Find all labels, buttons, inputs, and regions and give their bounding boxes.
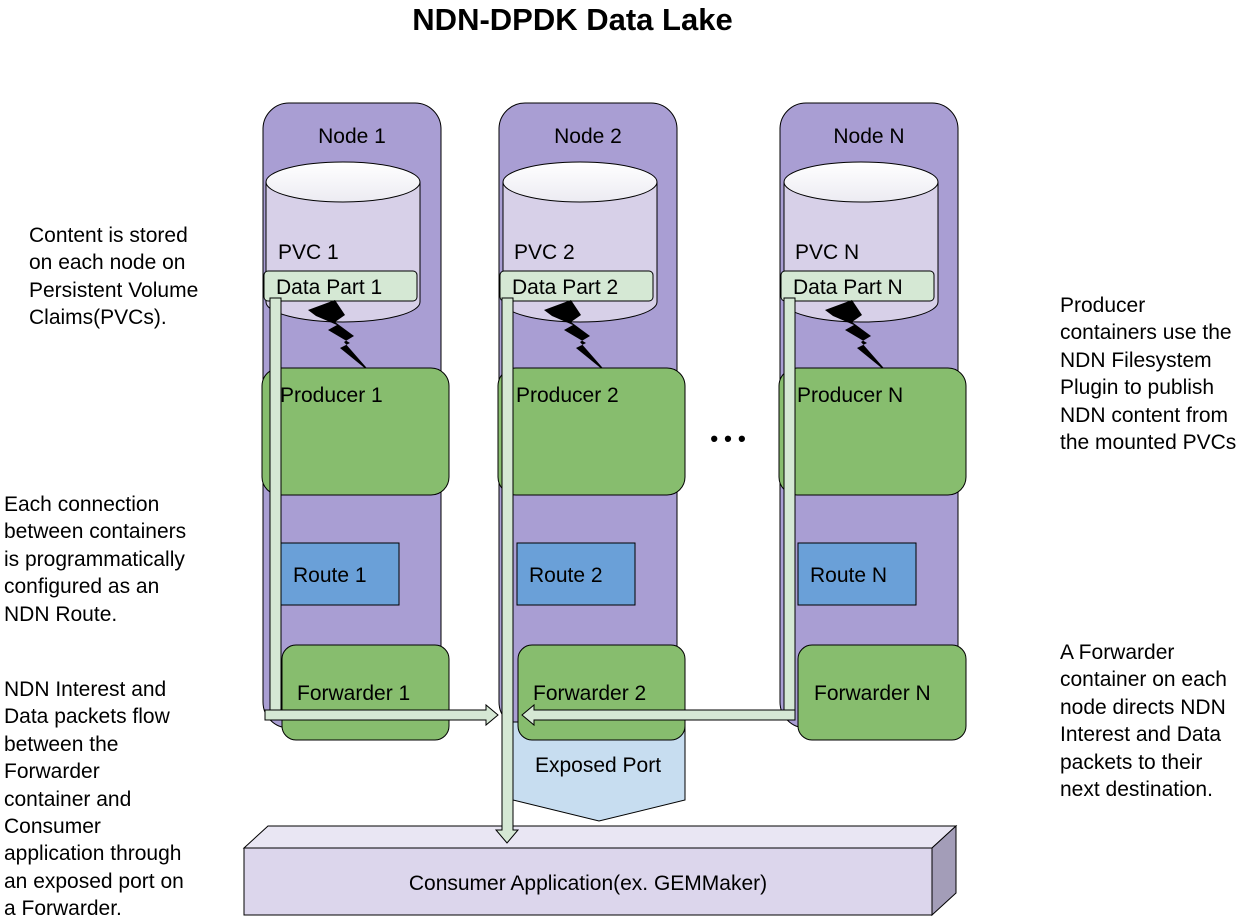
diagram-title: NDN-DPDK Data Lake	[412, 2, 733, 37]
annotation-forwarder: A Forwarder container on each node direc…	[1060, 641, 1227, 802]
bolt-n-icon	[825, 300, 889, 374]
producer-2-container	[497, 367, 686, 496]
arrow-forwarder1-to-forwarder2	[264, 703, 499, 727]
route-n-box	[797, 542, 917, 606]
node-1-label: Node 1	[318, 125, 386, 148]
data-part-2-box	[499, 270, 654, 302]
node-2-label: Node 2	[554, 125, 622, 148]
data-part-n-label: Data Part N	[793, 276, 903, 299]
forwarder-1-label: Forwarder 1	[297, 682, 410, 705]
consumer-top-face	[242, 825, 958, 849]
pvc-1-label: PVC 1	[278, 241, 339, 264]
data-part-n-box	[780, 270, 935, 302]
bolt-2-icon	[544, 300, 608, 374]
node-2: Node 2 PVC 2 Data Part 2 Producer 2 Rout…	[497, 102, 686, 822]
link-n-vertical	[783, 297, 796, 719]
route-2-label: Route 2	[529, 564, 603, 587]
data-part-1-box	[263, 270, 418, 302]
consumer-front-face	[243, 847, 933, 916]
pvc-2-label: PVC 2	[514, 241, 575, 264]
producer-1-label: Producer 1	[280, 384, 383, 407]
exposed-port-label: Exposed Port	[535, 754, 661, 777]
annotation-producer: Producer containers use the NDN Filesyst…	[1060, 294, 1237, 455]
producer-1-container	[261, 367, 450, 496]
consumer-label: Consumer Application(ex. GEMMaker)	[409, 872, 767, 895]
arrow-forwardern-to-forwarder2	[521, 703, 796, 727]
ellipsis-text: • • •	[710, 426, 745, 451]
data-part-1-label: Data Part 1	[276, 276, 382, 299]
producer-n-label: Producer N	[797, 384, 903, 407]
forwarder-n-label: Forwarder N	[814, 682, 931, 705]
link-1-vertical	[269, 297, 282, 711]
annotation-packets: NDN Interest and Data packets flow betwe…	[4, 678, 184, 921]
node-1: Node 1 PVC 1 Data Part 1 Producer 1 Rout…	[261, 102, 450, 741]
node-n: Node N PVC N Data Part N Producer N Rout…	[778, 102, 967, 741]
node-n-label: Node N	[833, 125, 904, 148]
route-n-label: Route N	[810, 564, 887, 587]
annotation-storage: Content is stored on each node on Persis…	[29, 224, 199, 330]
route-2-box	[516, 542, 636, 606]
annotation-routes: Each connection between containers is pr…	[4, 493, 187, 626]
data-part-2-label: Data Part 2	[512, 276, 618, 299]
forwarder-2-label: Forwarder 2	[533, 682, 646, 705]
consumer-application: Consumer Application(ex. GEMMaker)	[242, 824, 958, 917]
arrow-node2-to-consumer	[494, 297, 520, 844]
forwarder-n-container	[797, 644, 967, 741]
route-1-box	[280, 542, 400, 606]
producer-n-container	[778, 367, 967, 496]
bolt-1-icon	[308, 300, 372, 374]
route-1-label: Route 1	[293, 564, 367, 587]
pvc-n-label: PVC N	[795, 241, 859, 264]
producer-2-label: Producer 2	[516, 384, 619, 407]
